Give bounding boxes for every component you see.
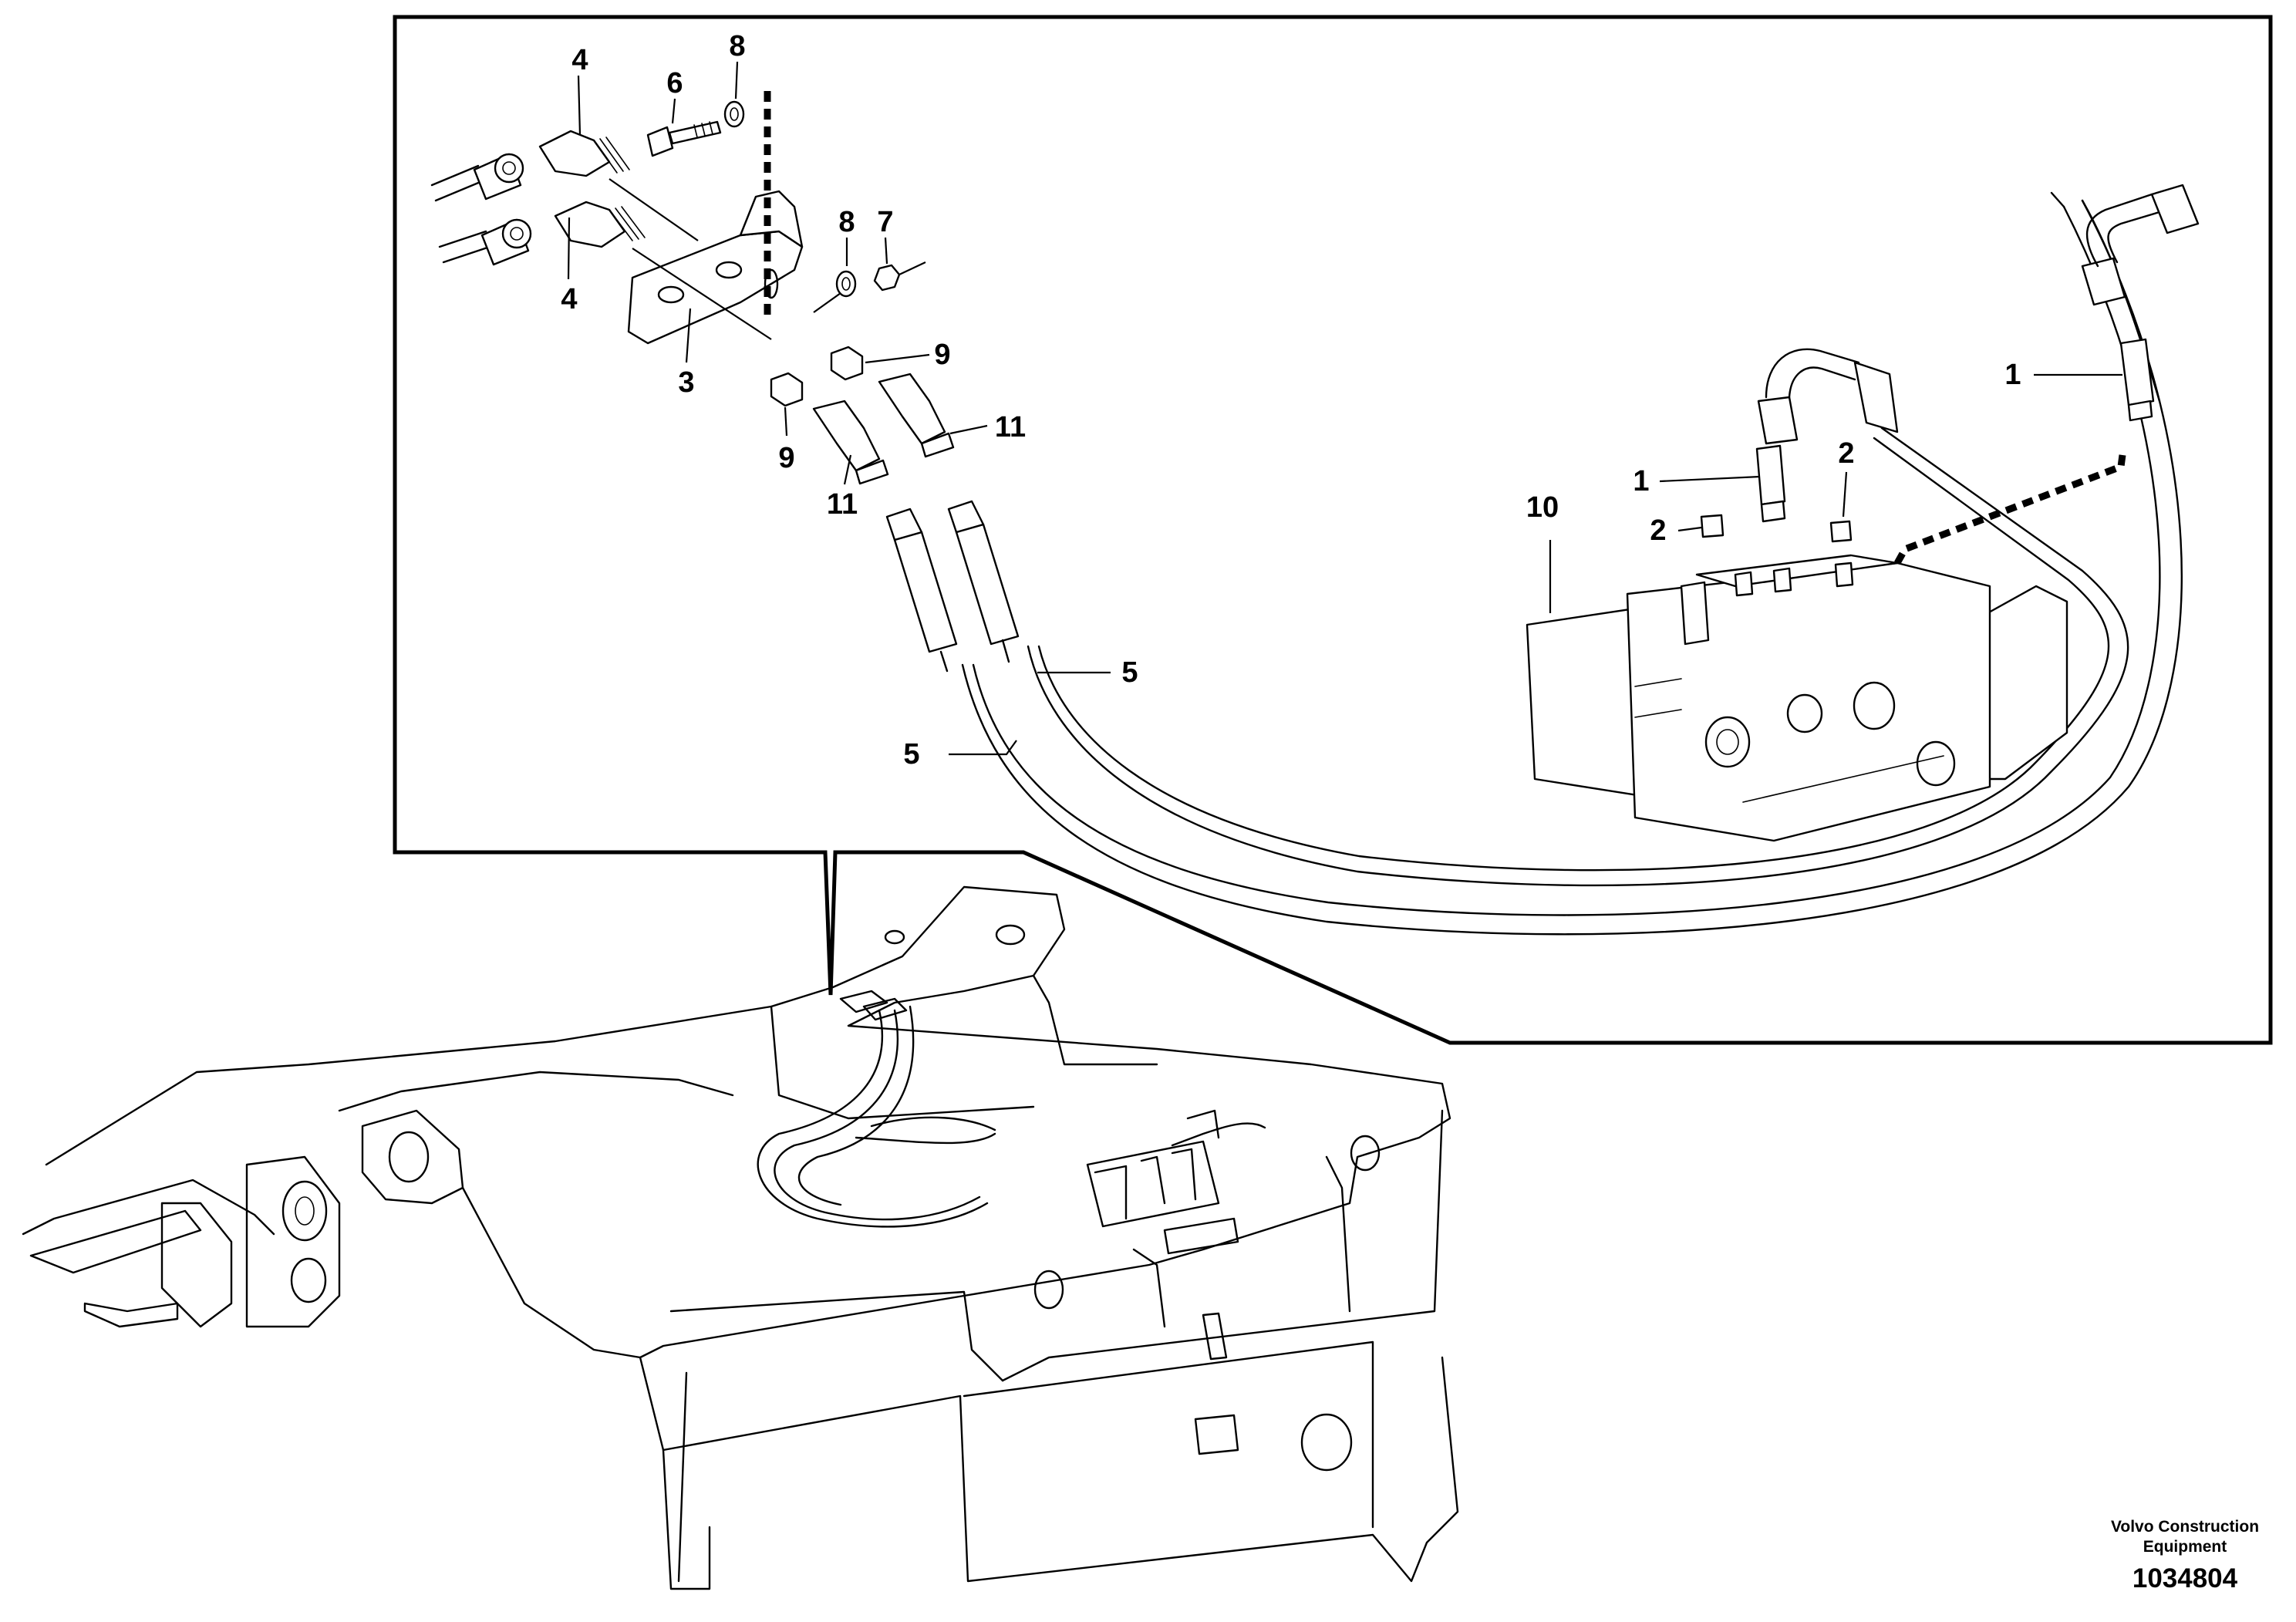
control-valve-10 [1526,454,2126,842]
adapters-1 [1755,338,2155,523]
callout-4-upper: 4 [571,44,588,76]
callout-2-left: 2 [1650,514,1666,547]
callout-leaders [567,61,2122,756]
brand-line-1: Volvo Construction [2111,1518,2259,1536]
callout-5-left: 5 [903,738,919,771]
drawing-number: 1034804 [2132,1563,2238,1593]
frame-valve [1086,1109,1239,1255]
drawing-footer: Volvo Construction Equipment 1034804 [2111,1518,2259,1593]
bolt-6-washer-8-nut-7 [646,100,926,313]
callout-8-lower: 8 [838,206,855,238]
callout-1-right: 1 [2004,359,2021,391]
hose-1-elbows [1757,184,2200,445]
machine-frame [22,885,1459,1590]
plugs-2 [1700,514,1853,543]
callout-6: 6 [666,67,683,99]
elbow-fittings-11 [812,373,955,485]
callout-3: 3 [678,366,694,399]
callout-labels: 4 8 6 8 7 4 3 9 9 11 11 5 5 10 2 2 1 1 [561,30,2021,771]
nuts-9 [770,346,864,407]
hose-5-assembly [961,191,2183,936]
callout-10: 10 [1526,491,1559,524]
callout-1-left: 1 [1633,465,1649,497]
callout-2-right: 2 [1838,437,1854,470]
callout-11-left: 11 [827,488,858,521]
bracket-3 [627,91,804,345]
callout-4-lower: 4 [561,283,577,315]
frame-hoses [757,990,1266,1228]
callout-7: 7 [877,206,893,238]
callout-9-left: 9 [778,442,794,474]
callout-8-upper: 8 [729,30,745,62]
callout-9-right: 9 [934,339,950,371]
detail-frame [393,15,2273,1045]
brand-line-2: Equipment [2143,1538,2227,1556]
hose-fittings-4 [430,130,772,340]
callout-5-right: 5 [1121,656,1138,689]
callout-11-right: 11 [995,411,1026,443]
hose-end-sleeves [885,500,1020,673]
